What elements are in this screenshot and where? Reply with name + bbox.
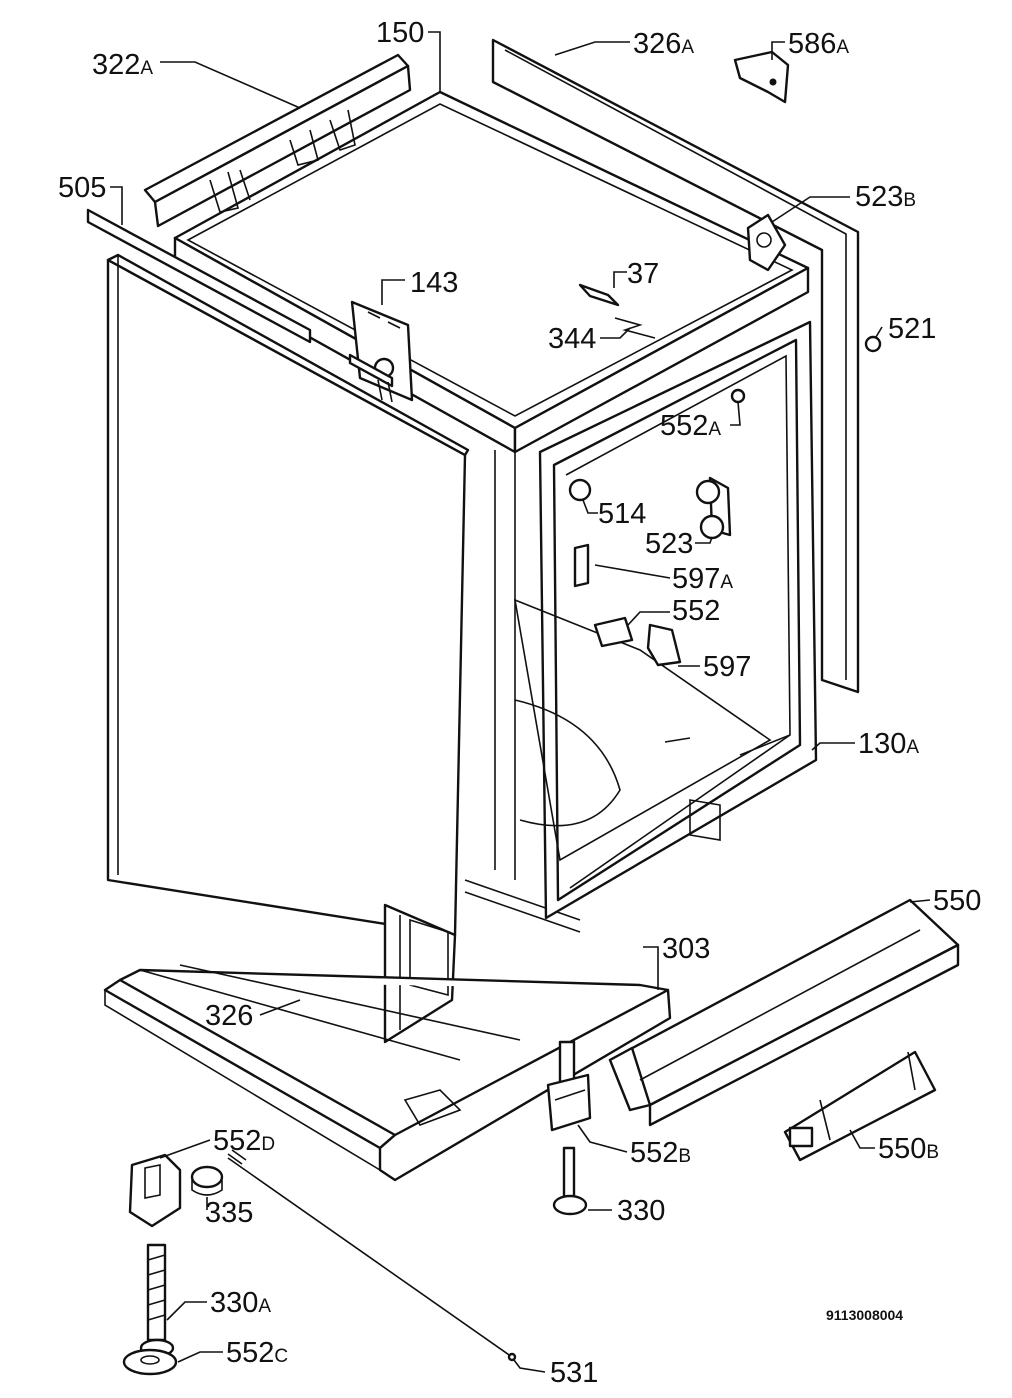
base-frame xyxy=(103,964,672,1182)
label-326: 326 xyxy=(205,1000,253,1032)
cap-514 xyxy=(568,478,592,502)
plinth-bracket xyxy=(783,1050,937,1162)
label-335: 335 xyxy=(205,1197,253,1229)
label-303: 303 xyxy=(662,933,710,965)
disc-552C xyxy=(122,1348,178,1376)
seal-strip xyxy=(86,208,312,344)
bar-552 xyxy=(593,616,634,648)
bracket-586A xyxy=(733,50,790,104)
plinth-panel xyxy=(608,898,960,1127)
label-597A: 597A xyxy=(672,563,733,595)
label-330A: 330A xyxy=(210,1287,271,1319)
label-143: 143 xyxy=(410,267,458,299)
plug-521 xyxy=(864,335,882,353)
screw-330A xyxy=(139,1243,175,1358)
label-514: 514 xyxy=(598,498,646,530)
label-330: 330 xyxy=(617,1195,665,1227)
label-37: 37 xyxy=(627,258,659,290)
right-side-frame xyxy=(538,320,818,920)
drawing-number: 9113008004 xyxy=(826,1307,903,1323)
latch-37 xyxy=(578,283,620,307)
front-door-panel xyxy=(106,253,470,937)
label-552: 552 xyxy=(672,595,720,627)
rear-panel xyxy=(491,38,860,694)
clip-597 xyxy=(646,623,682,667)
label-552A: 552A xyxy=(660,410,721,442)
spring-clip-344 xyxy=(614,317,656,339)
label-322A: 322A xyxy=(92,49,153,81)
door-lower-flap xyxy=(383,903,457,1044)
label-505: 505 xyxy=(58,172,106,204)
label-586A: 586A xyxy=(788,28,849,60)
wheel-523B xyxy=(746,213,787,272)
label-552D: 552D xyxy=(213,1125,275,1157)
nut-335 xyxy=(190,1165,224,1196)
label-552B: 552B xyxy=(630,1137,691,1169)
part-labels: 150 326A 586A 322A 523B 505 143 37 521 3… xyxy=(58,17,981,1389)
label-550: 550 xyxy=(933,885,981,917)
label-326A: 326A xyxy=(633,28,694,60)
foot-552D xyxy=(128,1153,182,1228)
screw-330 xyxy=(552,1146,588,1216)
foot-assembly-552B xyxy=(546,1040,592,1132)
rod-531 xyxy=(227,1149,517,1362)
label-550B: 550B xyxy=(878,1133,939,1165)
label-344: 344 xyxy=(548,323,596,355)
label-521: 521 xyxy=(888,313,936,345)
screw-552A xyxy=(730,388,746,404)
label-552C: 552C xyxy=(226,1337,288,1369)
label-130A: 130A xyxy=(858,728,919,760)
label-523B: 523B xyxy=(855,181,916,213)
cabinet-body-shell xyxy=(173,90,810,933)
top-rail xyxy=(143,53,412,228)
label-531: 531 xyxy=(550,1357,598,1389)
strip-597A xyxy=(573,543,590,588)
label-597: 597 xyxy=(703,651,751,683)
label-150: 150 xyxy=(376,17,424,49)
label-523: 523 xyxy=(645,528,693,560)
rollers-523 xyxy=(695,476,732,540)
hinge-bracket xyxy=(348,300,414,403)
leader-lines xyxy=(110,31,931,1373)
